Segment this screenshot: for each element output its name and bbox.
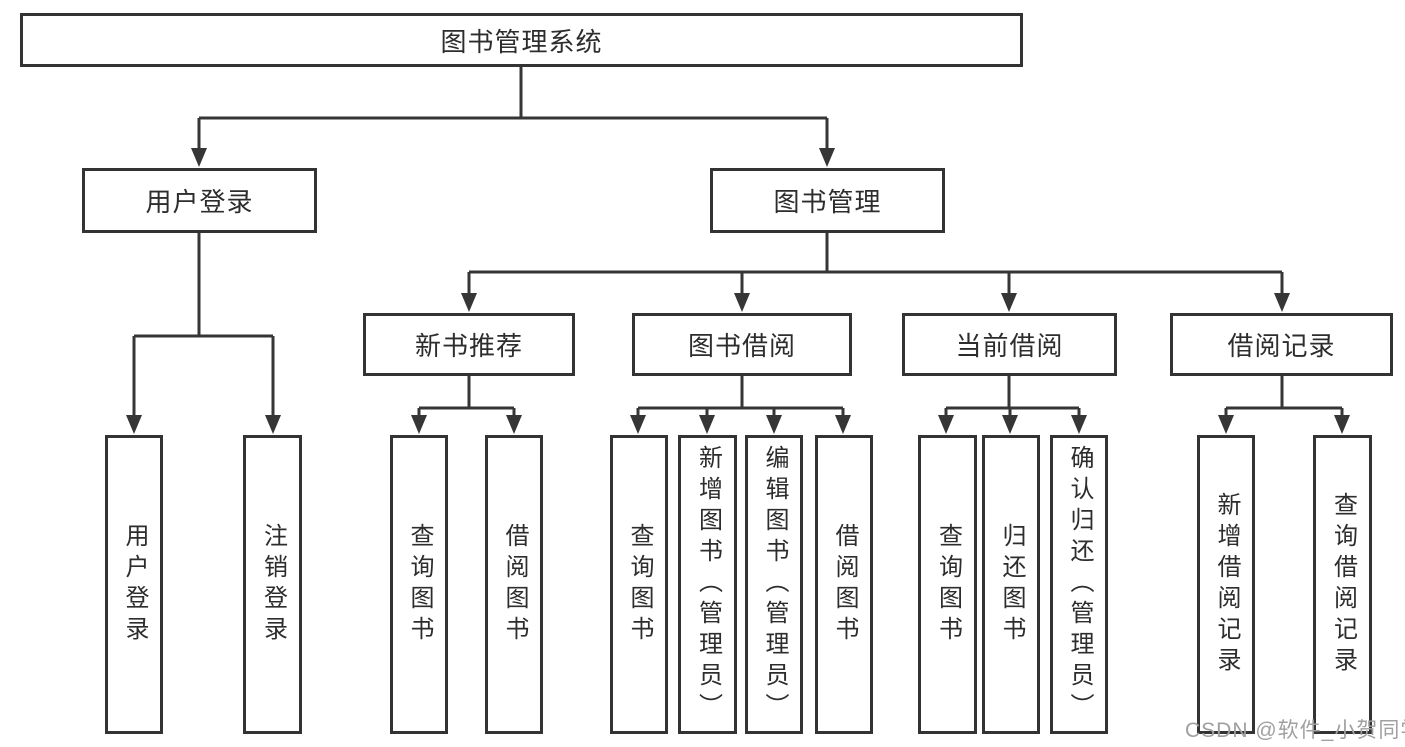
leaf-recommend-borrow-books: 借阅图书 (485, 435, 543, 734)
arrow-down-icon (1218, 415, 1234, 434)
arrow-down-icon (1002, 415, 1018, 434)
leaf-current-return-books: 归还图书 (982, 435, 1040, 734)
node-book-borrowing: 图书借阅 (632, 313, 852, 376)
arrow-down-icon (461, 293, 477, 312)
arrow-down-icon (938, 415, 954, 434)
edge-book-management-to-level3 (467, 233, 1284, 295)
leaf-label: 查询图书 (626, 522, 653, 647)
arrow-down-icon (411, 415, 427, 434)
leaf-label: 确认归还（管理员） (1066, 445, 1093, 724)
arrow-down-icon (126, 415, 142, 434)
leaf-borrow-borrow-books: 借阅图书 (815, 435, 873, 734)
leaf-label: 归还图书 (998, 522, 1025, 647)
arrow-down-icon (191, 148, 207, 167)
leaf-label: 编辑图书（管理员） (761, 445, 788, 724)
leaf-logout: 注销登录 (243, 435, 302, 734)
leaf-label: 借阅图书 (831, 522, 858, 647)
node-label: 图书管理系统 (440, 26, 603, 57)
arrow-down-icon (1274, 293, 1290, 312)
node-current-borrowing: 当前借阅 (902, 313, 1117, 376)
arrow-down-icon (1001, 293, 1017, 312)
leaf-records-query-record: 查询借阅记录 (1313, 435, 1372, 734)
leaf-borrow-query-books: 查询图书 (610, 435, 668, 734)
leaf-label: 查询借阅记录 (1329, 491, 1357, 678)
leaf-recommend-query-books: 查询图书 (390, 435, 448, 734)
arrow-down-icon (819, 148, 835, 167)
node-book-management: 图书管理 (710, 168, 945, 233)
arrow-down-icon (699, 415, 715, 434)
node-user-login: 用户登录 (82, 168, 317, 233)
node-label: 用户登录 (145, 187, 254, 217)
arrow-down-icon (506, 415, 522, 434)
edge-root-to-level2 (197, 67, 829, 150)
edge-user-login-to-leaves (132, 233, 275, 417)
arrowhead-icons (126, 148, 1350, 434)
leaf-label: 借阅图书 (501, 522, 528, 647)
arrow-down-icon (265, 415, 281, 434)
leaf-records-add-record: 新增借阅记录 (1197, 435, 1255, 734)
node-root-library-system: 图书管理系统 (20, 13, 1023, 67)
arrow-down-icon (1071, 415, 1087, 434)
edge-borrowing-records-to-leaves (1224, 376, 1344, 417)
csdn-watermark: CSDN @软件_小贺同学 (1185, 719, 1405, 742)
node-borrowing-records: 借阅记录 (1170, 313, 1393, 376)
edges (132, 67, 1344, 417)
node-label: 图书借阅 (687, 331, 796, 361)
node-label: 新书推荐 (414, 331, 523, 361)
node-label: 当前借阅 (955, 331, 1064, 361)
node-new-book-recommend: 新书推荐 (363, 313, 575, 376)
arrow-down-icon (1334, 415, 1350, 434)
leaf-label: 查询图书 (406, 522, 433, 647)
arrow-down-icon (630, 415, 646, 434)
leaf-label: 注销登录 (259, 522, 287, 647)
arrow-down-icon (734, 293, 750, 312)
leaf-current-query-books: 查询图书 (918, 435, 977, 734)
leaf-label: 用户登录 (121, 522, 148, 647)
edge-book-borrowing-to-leaves (636, 376, 845, 417)
leaf-label: 查询图书 (934, 522, 962, 647)
leaf-current-confirm-return-admin: 确认归还（管理员） (1050, 435, 1108, 734)
node-label: 借阅记录 (1227, 331, 1336, 361)
leaf-borrow-add-books-admin: 新增图书（管理员） (678, 435, 737, 734)
leaf-label: 新增图书（管理员） (694, 445, 722, 724)
leaf-label: 新增借阅记录 (1213, 491, 1240, 678)
edge-current-borrowing-to-leaves (944, 376, 1081, 417)
arrow-down-icon (835, 415, 851, 434)
edge-new-book-recommend-to-leaves (417, 376, 516, 417)
arrow-down-icon (766, 415, 782, 434)
leaf-user-login: 用户登录 (105, 435, 163, 734)
leaf-borrow-edit-books-admin: 编辑图书（管理员） (745, 435, 803, 734)
node-label: 图书管理 (773, 187, 882, 217)
